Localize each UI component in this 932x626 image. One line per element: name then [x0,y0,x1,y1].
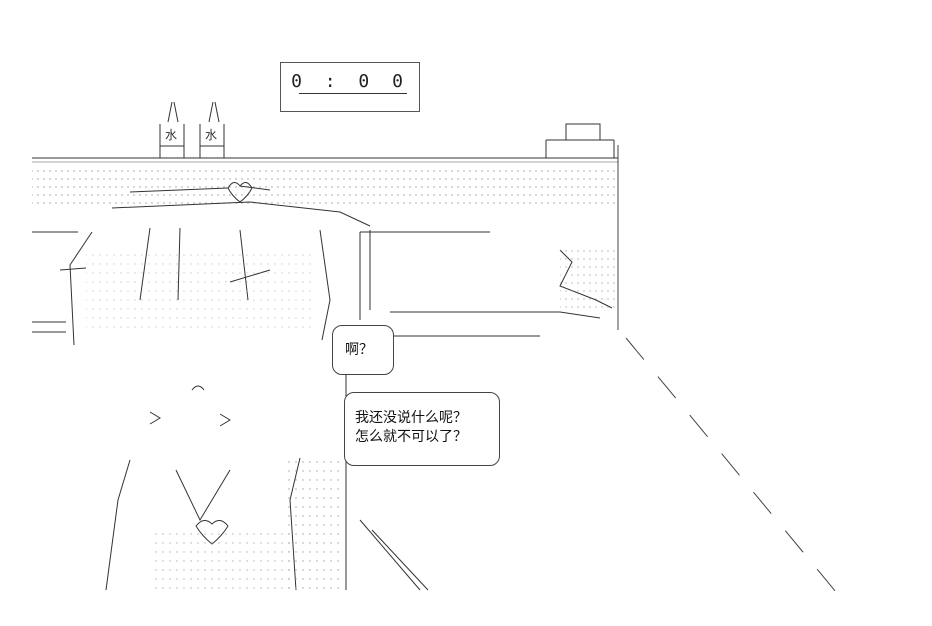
heart-hairclip [227,182,253,203]
speech-short-text: 啊？ [345,342,373,358]
bottle-left [159,101,185,158]
timer-underline [299,93,407,94]
right-bottle-label: 水 [205,128,218,142]
speech-long-line-2: 怎么就不可以了？ [355,429,467,445]
bottle-right [199,101,225,158]
speech-bubble-short: 啊？ [332,325,394,375]
speech-long-line-1: 我还没说什么呢？ [355,410,467,426]
timer-display: 0 : 0 0 [291,71,409,92]
timer-box: 0 : 0 0 [280,62,420,112]
dress-dots [288,460,344,590]
counter-dots [32,164,616,204]
left-bottle-label: 水 [165,128,178,142]
tray-object [545,123,615,158]
speech-bubble-long: 我还没说什么呢？ 怎么就不可以了？ [344,392,500,466]
character-outline [32,182,429,591]
diagonal-dash-line [625,337,837,593]
